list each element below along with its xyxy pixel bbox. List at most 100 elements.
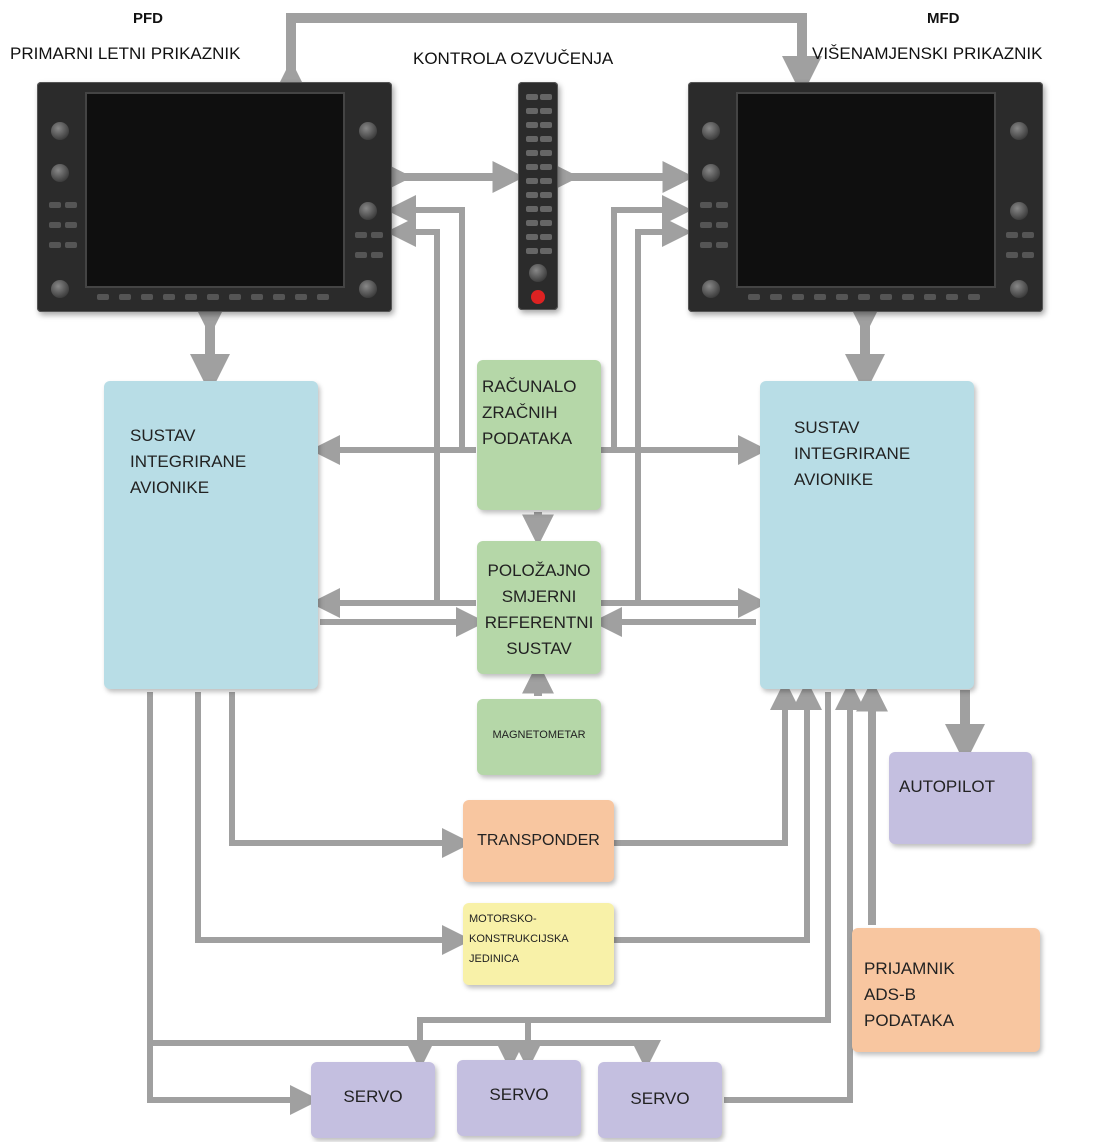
audio-key	[526, 192, 538, 198]
pfd-softkey	[317, 294, 329, 300]
gia-left-transponder	[229, 692, 472, 858]
pfd-softkey	[251, 294, 263, 300]
servo-return	[724, 680, 865, 1103]
adsb-line2: ADS-B	[864, 985, 916, 1004]
mfd-knob-top-right	[1010, 122, 1028, 140]
pfd-mfd-link	[271, 13, 822, 101]
magnetometer-label: MAGNETOMETAR	[492, 729, 586, 741]
gia-right-block: SUSTAV INTEGRIRANE AVIONIKE	[760, 381, 974, 689]
audio-key	[540, 94, 552, 100]
magnetometer-block: MAGNETOMETAR	[477, 699, 601, 775]
mfd-side-key	[1006, 252, 1018, 258]
audio-key	[540, 164, 552, 170]
audio-key	[540, 136, 552, 142]
audio-key	[540, 108, 552, 114]
audio-key	[526, 108, 538, 114]
mfd-side-key	[716, 242, 728, 248]
pfd-knob-top-right	[359, 122, 377, 140]
mfd-softkey	[880, 294, 892, 300]
ahrs-mfd-feed	[635, 217, 692, 600]
pfd-name: PRIMARNI LETNI PRIKAZNIK	[10, 44, 241, 63]
pfd-softkey	[119, 294, 131, 300]
pfd-knob-bot-left	[51, 280, 69, 298]
servo-block-1: SERVO	[311, 1062, 435, 1138]
ahrs-block: POLOŽAJNO SMJERNI REFERENTNI SUSTAV	[477, 541, 601, 674]
audio-key	[540, 192, 552, 198]
ahrs-line4: SUSTAV	[506, 639, 572, 658]
pfd-softkey	[141, 294, 153, 300]
mfd-side-key	[700, 242, 712, 248]
mfd-softkey	[748, 294, 760, 300]
engine-unit-line3: JEDINICA	[469, 953, 520, 965]
adsb-line1: PRIJAMNIK	[864, 959, 955, 978]
gia-left-line1: SUSTAV	[130, 426, 196, 445]
gia-left-block: SUSTAV INTEGRIRANE AVIONIKE	[104, 381, 318, 689]
engine-unit-block: MOTORSKO- KONSTRUKCIJSKA JEDINICA	[463, 903, 614, 985]
pfd-side-key	[49, 242, 61, 248]
servo-bus-mid	[150, 1040, 661, 1070]
mfd-softkey	[836, 294, 848, 300]
audio-key	[526, 234, 538, 240]
mfd-side-key	[700, 222, 712, 228]
mfd-softkey	[792, 294, 804, 300]
audio-panel	[518, 82, 558, 310]
ahrs-line1: POLOŽAJNO	[487, 561, 591, 580]
servo-bus-left	[147, 692, 320, 1115]
mfd-side-key	[716, 202, 728, 208]
pfd-side-key	[49, 222, 61, 228]
ahrs-line3: REFERENTNI	[484, 613, 594, 632]
gia-left-line3: AVIONIKE	[130, 478, 210, 497]
mfd-softkey	[814, 294, 826, 300]
mfd-softkey	[946, 294, 958, 300]
gia-right-line2: INTEGRIRANE	[794, 444, 911, 463]
mfd-side-key	[1022, 252, 1034, 258]
audio-key	[526, 150, 538, 156]
transponder-label: TRANSPONDER	[477, 832, 600, 849]
gia-left-engine	[195, 692, 472, 955]
adsb-line3: PODATAKA	[864, 1011, 955, 1030]
autopilot-block: AUTOPILOT	[889, 752, 1032, 844]
servo-block-3: SERVO	[598, 1062, 722, 1138]
mfd-softkey	[902, 294, 914, 300]
audio-key	[526, 206, 538, 212]
pfd-knob-top-left	[51, 122, 69, 140]
mfd-knob-bot-right	[1010, 280, 1028, 298]
adc-line3: PODATAKA	[482, 429, 573, 448]
servo-1-label: SERVO	[343, 1087, 403, 1106]
servo-2-label: SERVO	[489, 1085, 549, 1104]
mfd-softkey	[968, 294, 980, 300]
pfd-knob-bot-right	[359, 280, 377, 298]
audio-key	[540, 122, 552, 128]
servo-3-label: SERVO	[630, 1089, 690, 1108]
gia-right-line1: SUSTAV	[794, 418, 860, 437]
audio-red-knob	[531, 290, 545, 304]
pfd-softkey	[185, 294, 197, 300]
pfd-softkey	[163, 294, 175, 300]
mfd-knob-mid-left	[702, 164, 720, 182]
mfd-side-key	[1022, 232, 1034, 238]
audio-key	[526, 94, 538, 100]
audio-key	[526, 122, 538, 128]
audio-key	[540, 150, 552, 156]
pfd-softkey	[207, 294, 219, 300]
mfd-knob-bot-left	[702, 280, 720, 298]
mfd-side-key	[716, 222, 728, 228]
mfd-display	[688, 82, 1043, 312]
pfd-abbr: PFD	[133, 10, 163, 27]
adsb-block: PRIJAMNIK ADS-B PODATAKA	[852, 928, 1040, 1052]
audio-key	[540, 220, 552, 226]
mfd-softkey	[770, 294, 782, 300]
mfd-side-key	[700, 202, 712, 208]
engine-unit-line1: MOTORSKO-	[469, 913, 537, 925]
adc-line2: ZRAČNIH	[482, 403, 558, 422]
ahrs-line2: SMJERNI	[501, 587, 577, 606]
mfd-side-key	[1006, 232, 1018, 238]
transponder-gia-right	[614, 680, 800, 846]
pfd-side-key	[65, 202, 77, 208]
pfd-side-key	[371, 252, 383, 258]
adc-pfd-feed	[386, 195, 465, 450]
pfd-side-key	[355, 252, 367, 258]
transponder-block: TRANSPONDER	[463, 800, 614, 882]
pfd-side-key	[355, 232, 367, 238]
mfd-abbr: MFD	[927, 10, 960, 27]
